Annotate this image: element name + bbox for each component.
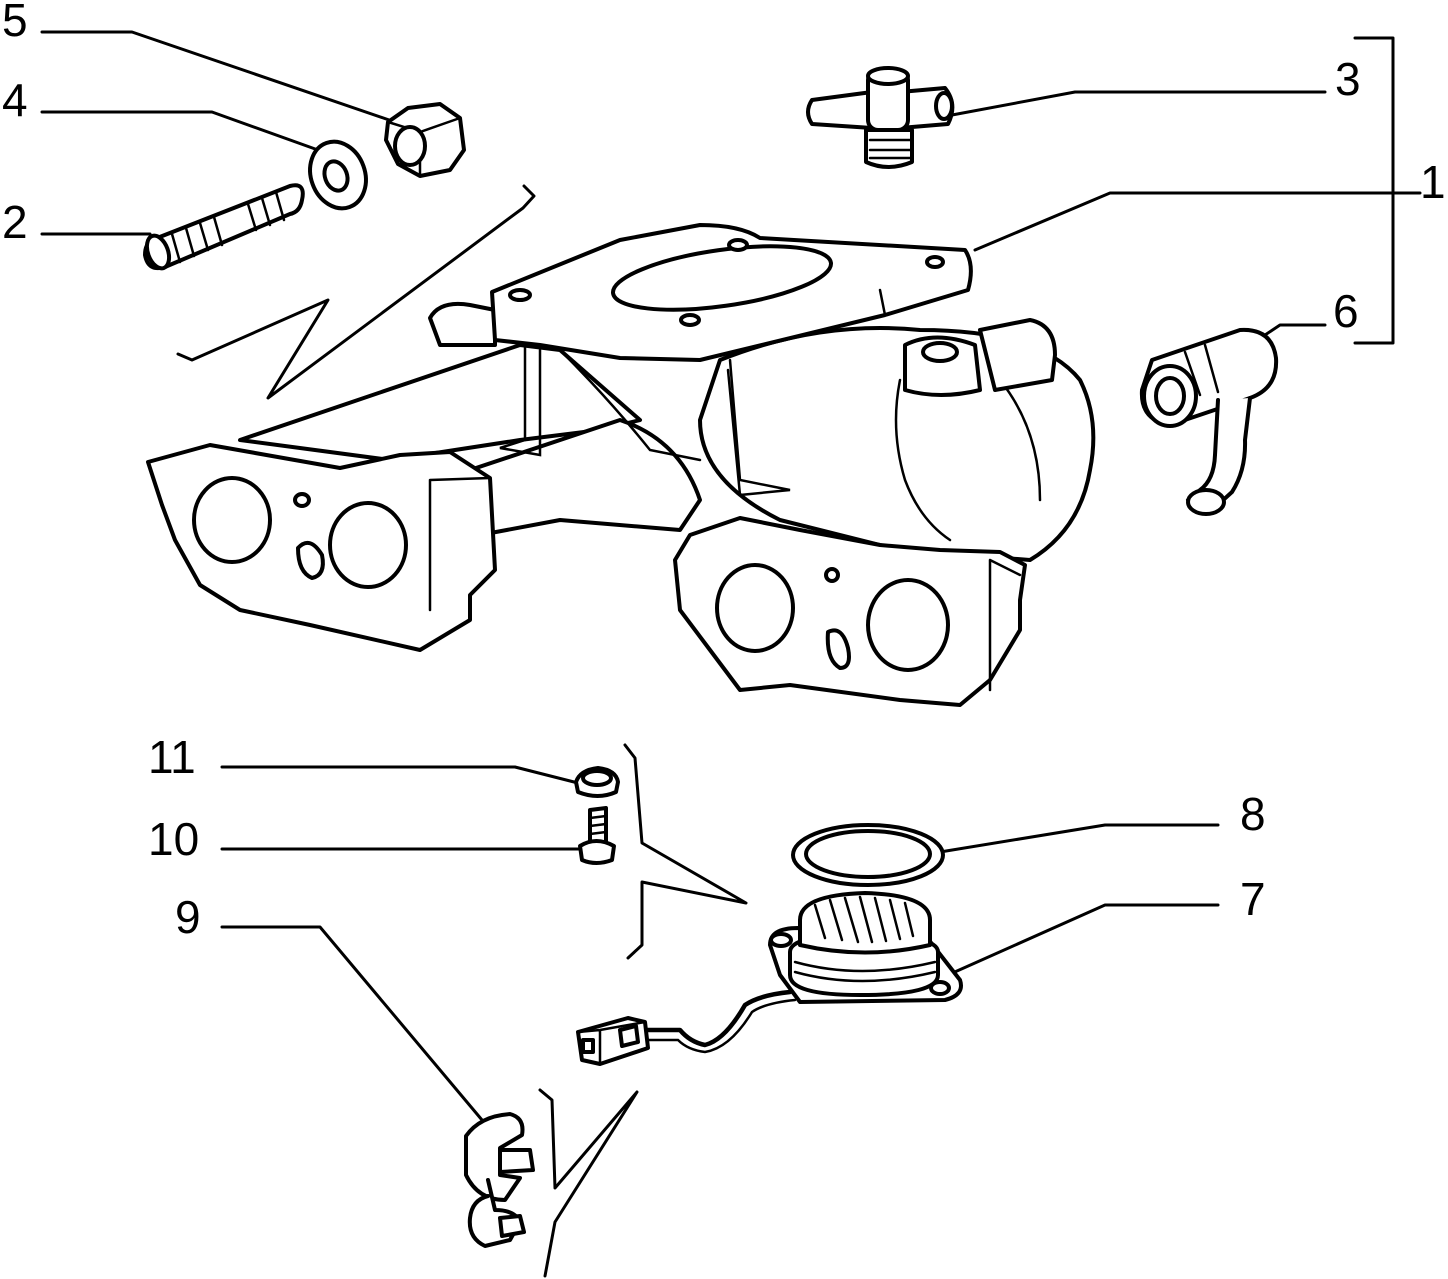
callout-label-7: 7 <box>1240 873 1266 925</box>
small-screw-part <box>578 806 616 865</box>
callout-label-5: 5 <box>2 0 28 46</box>
sensor-part <box>576 891 963 1066</box>
callout-label-2: 2 <box>2 196 28 248</box>
washer-part <box>308 139 368 211</box>
callout-label-6: 6 <box>1333 285 1359 337</box>
callout-label-8: 8 <box>1240 788 1266 840</box>
callout-label-3: 3 <box>1335 53 1361 105</box>
tee-fitting-part <box>806 66 955 169</box>
callout-label-11: 11 <box>148 731 196 783</box>
leader-lines <box>40 30 1422 1122</box>
callout-label-4: 4 <box>2 74 28 126</box>
hex-nut-part <box>384 102 466 178</box>
wiring-clip-part <box>464 1112 535 1248</box>
intake-manifold-part <box>146 223 1096 707</box>
callout-label-9: 9 <box>175 891 201 943</box>
hose-fitting-part <box>1139 327 1279 516</box>
threaded-stud-part <box>143 183 305 271</box>
assembly-brackets <box>176 36 1395 1278</box>
callout-label-1: 1 <box>1420 156 1446 208</box>
callout-label-10: 10 <box>148 813 199 865</box>
o-ring-part <box>791 823 945 887</box>
small-washer-part <box>574 766 620 798</box>
